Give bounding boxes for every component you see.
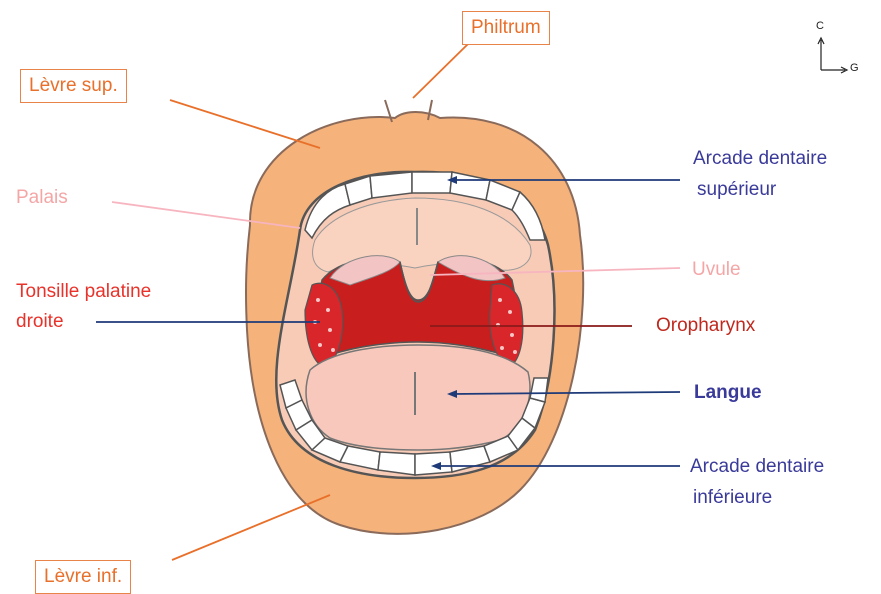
- label-oropharynx: Oropharynx: [656, 314, 755, 338]
- orientation-right-label: G: [850, 62, 859, 74]
- label-langue: Langue: [694, 381, 762, 405]
- leader-philtrum: [413, 44, 468, 98]
- label-tonsille-line2: droite: [16, 310, 64, 334]
- orientation-axes: [818, 38, 847, 73]
- label-arcade-sup-line1: Arcade dentaire: [693, 147, 827, 171]
- tongue: [306, 345, 530, 450]
- label-palais: Palais: [16, 186, 68, 210]
- label-levre-inf: Lèvre inf.: [35, 560, 131, 594]
- label-philtrum: Philtrum: [462, 11, 550, 45]
- leader-levre-inf: [172, 495, 330, 560]
- label-levre-sup: Lèvre sup.: [20, 69, 127, 103]
- label-arcade-inf-line1: Arcade dentaire: [690, 455, 824, 479]
- label-uvule: Uvule: [692, 258, 741, 282]
- leader-levre-sup: [170, 100, 320, 148]
- label-tonsille-line1: Tonsille palatine: [16, 280, 151, 304]
- orientation-up-label: C: [816, 20, 824, 32]
- label-arcade-inf-line2: inférieure: [693, 486, 772, 510]
- label-arcade-sup-line2: supérieur: [697, 178, 776, 202]
